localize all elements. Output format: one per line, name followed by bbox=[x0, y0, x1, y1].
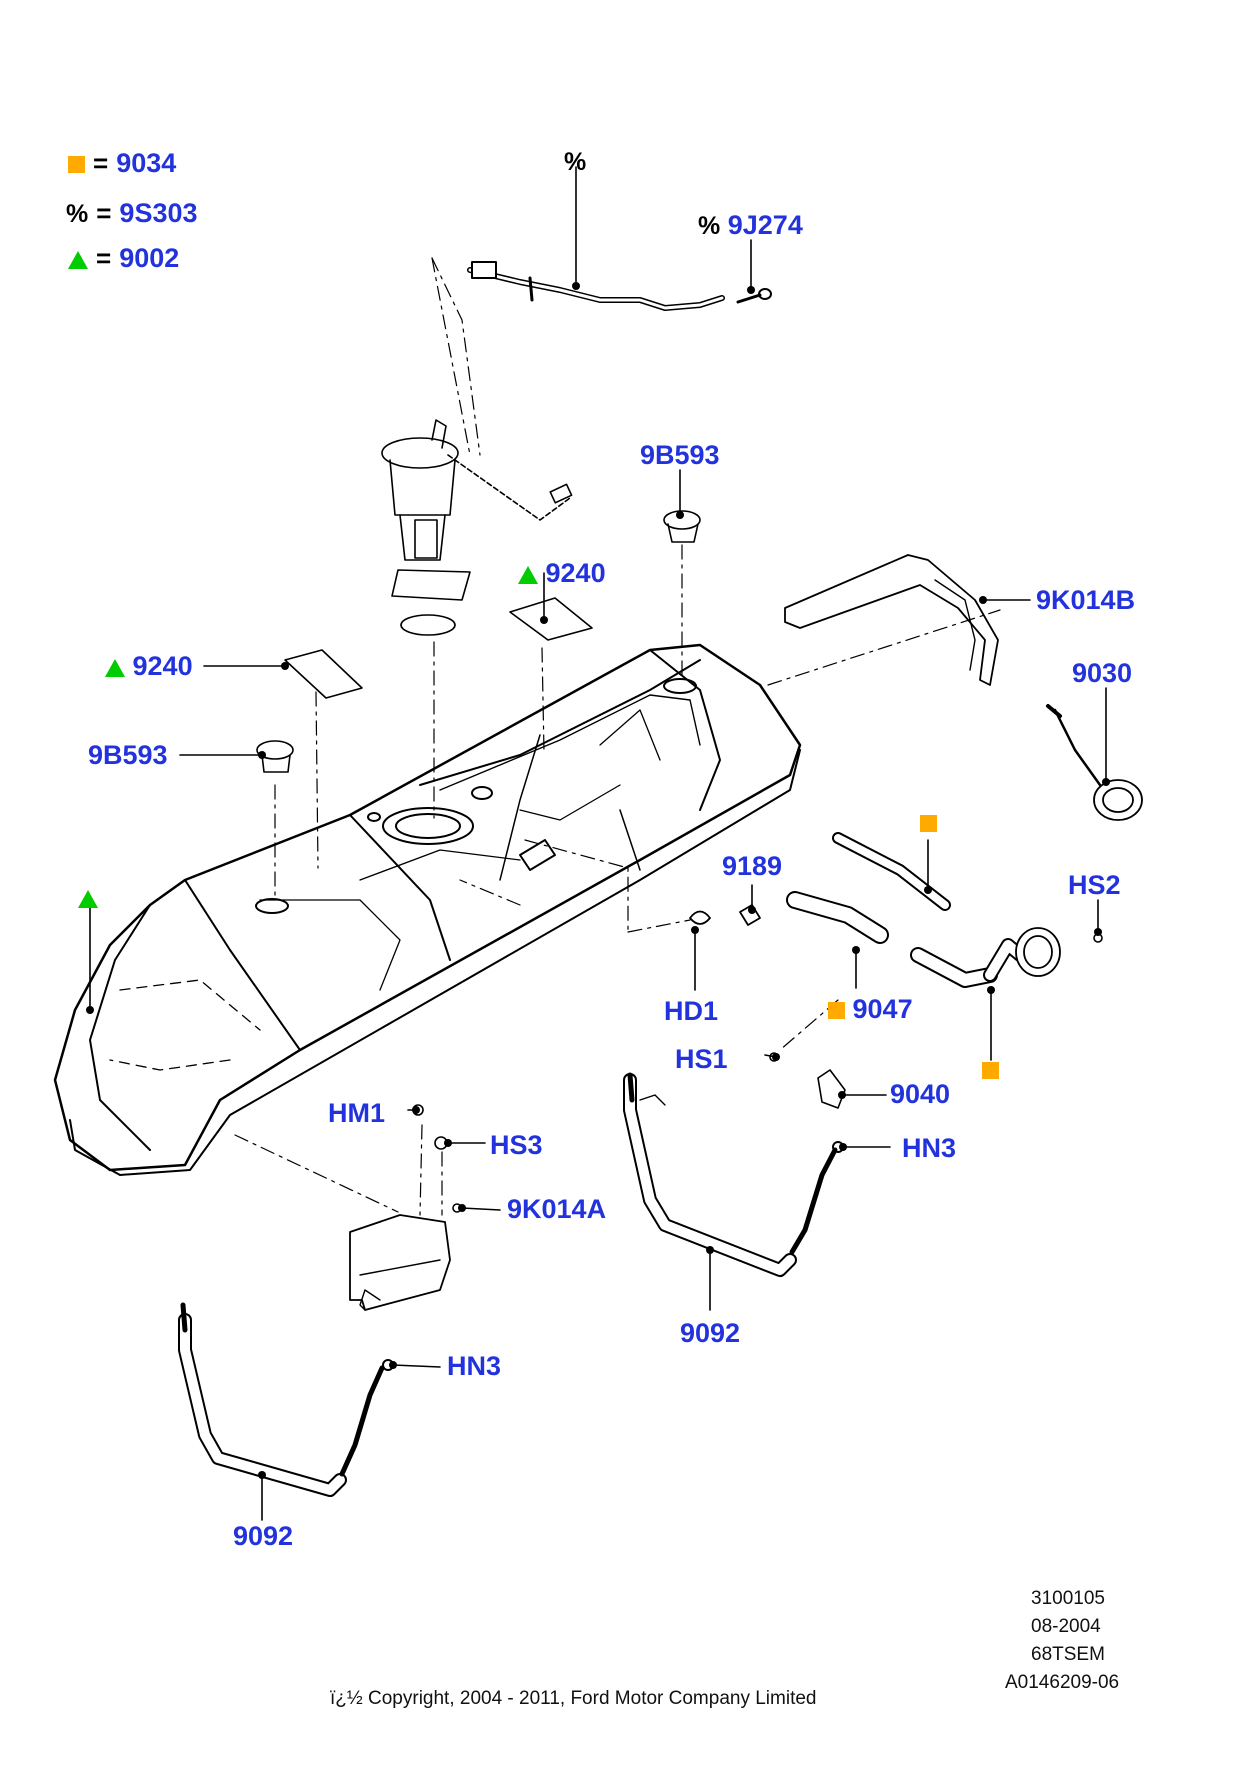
fuel-tank bbox=[53, 643, 802, 1176]
fuel-tank-strap-left bbox=[178, 1302, 394, 1497]
percent-symbol: % bbox=[66, 200, 89, 228]
label-9030: 9030 bbox=[1072, 658, 1133, 688]
fuel-pump-module bbox=[381, 419, 573, 636]
label-hd1: HD1 bbox=[664, 996, 719, 1026]
label-hs3: HS3 bbox=[490, 1130, 543, 1160]
green-triangle-icon bbox=[78, 890, 98, 908]
label-9j274-text: 9J274 bbox=[727, 210, 803, 240]
legend-9s303-value: 9S303 bbox=[119, 198, 198, 228]
hose-clamp bbox=[689, 904, 761, 926]
label-hn3-left: HN3 bbox=[447, 1351, 502, 1381]
heat-shield-rear bbox=[784, 554, 999, 686]
orange-square-icon bbox=[920, 815, 937, 832]
label-9040: 9040 bbox=[890, 1079, 951, 1109]
rollover-valve-left bbox=[256, 740, 294, 773]
ref-code-3: A0146209-06 bbox=[1005, 1672, 1120, 1693]
legend-row-9s303: %=9S303 bbox=[66, 198, 198, 228]
label-9240-center: 9240 bbox=[518, 560, 606, 587]
fuel-filler-pipe bbox=[786, 832, 1061, 988]
fuel-tank-strap-right bbox=[623, 1072, 844, 1277]
legend-9002-value: 9002 bbox=[119, 243, 180, 273]
label-9092-left: 9092 bbox=[233, 1521, 294, 1551]
label-9j274: % 9J274 bbox=[698, 212, 803, 239]
label-9189: 9189 bbox=[722, 851, 783, 881]
label-hs1: HS1 bbox=[675, 1044, 728, 1074]
label-9b593-top: 9B593 bbox=[640, 440, 720, 470]
leader-dots bbox=[86, 282, 1110, 1479]
filler-pipe-bracket bbox=[817, 1069, 846, 1109]
orange-square-icon bbox=[982, 1062, 999, 1079]
label-9240-left-text: 9240 bbox=[132, 651, 193, 681]
label-9047: 9047 bbox=[828, 996, 913, 1023]
label-hn3-right: HN3 bbox=[902, 1133, 957, 1163]
legend-row-9034: =9034 bbox=[68, 150, 176, 177]
ref-date: 08-2004 bbox=[1031, 1616, 1101, 1637]
label-percent-top: % bbox=[564, 148, 587, 176]
percent-symbol: % bbox=[698, 212, 721, 240]
label-9240-left: 9240 bbox=[105, 653, 193, 680]
label-9240-center-text: 9240 bbox=[545, 558, 606, 588]
legend-row-9002: =9002 bbox=[68, 245, 179, 272]
label-9k014a: 9K014A bbox=[507, 1194, 607, 1224]
label-hm1: HM1 bbox=[328, 1098, 386, 1128]
green-triangle-icon bbox=[105, 658, 125, 677]
label-9047-text: 9047 bbox=[852, 994, 913, 1024]
assembly-centerlines bbox=[234, 257, 1001, 1216]
ref-code-2: 68TSEM bbox=[1031, 1644, 1105, 1665]
copyright: ï¿½ Copyright, 2004 - 2011, Ford Motor C… bbox=[330, 1688, 817, 1709]
label-9b593-left: 9B593 bbox=[88, 740, 168, 770]
legend-9034-value: 9034 bbox=[116, 148, 177, 178]
rollover-valve-top bbox=[663, 510, 701, 543]
orange-square-icon bbox=[828, 1002, 845, 1020]
label-9092-right: 9092 bbox=[680, 1318, 741, 1348]
green-triangle-icon bbox=[518, 565, 538, 584]
green-triangle-icon bbox=[68, 250, 88, 269]
orange-square-icon bbox=[68, 156, 85, 174]
gasket-center bbox=[509, 597, 593, 641]
fuel-line-assembly bbox=[467, 261, 772, 311]
ref-code-1: 3100105 bbox=[1031, 1588, 1105, 1609]
fuel-filler-cap bbox=[1046, 704, 1143, 821]
label-9k014b: 9K014B bbox=[1036, 585, 1136, 615]
heat-shield-front bbox=[349, 1214, 451, 1311]
gasket-left bbox=[284, 649, 363, 699]
label-hs2: HS2 bbox=[1068, 870, 1121, 900]
